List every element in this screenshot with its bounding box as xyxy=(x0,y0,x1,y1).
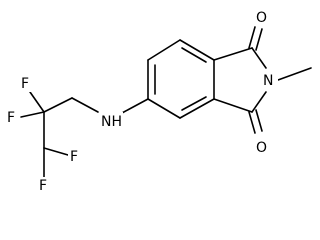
bond-ring-to-lower-carbonyl xyxy=(213,98,253,113)
bond-upper-carbonyl-to-n xyxy=(251,47,267,69)
imide-nitrogen-label: N xyxy=(263,73,273,89)
imide-ring xyxy=(213,26,312,134)
bond-ch2-to-cf2 xyxy=(43,97,73,113)
fluorine-label-left: F xyxy=(7,110,15,126)
bond-cf2-to-f-upper-left xyxy=(29,91,45,113)
bond-carbonyl-bottom-b xyxy=(255,109,263,132)
bond-ring-top xyxy=(179,39,215,61)
oxygen-label-bottom: O xyxy=(256,140,267,156)
amine-nitrogen-label: NH xyxy=(101,114,122,130)
oxygen-label-top: O xyxy=(256,10,267,26)
bond-ring-upper-left xyxy=(147,39,181,61)
bond-ring-to-upper-carbonyl xyxy=(213,47,253,61)
bond-ring-inner-top xyxy=(181,47,207,63)
benzene-ring xyxy=(147,39,215,119)
bond-ring-bottom xyxy=(179,98,215,119)
bond-chf2-to-f-right xyxy=(43,147,69,156)
bond-n-methyl xyxy=(277,67,312,81)
bond-lower-carbonyl-to-n xyxy=(251,91,267,113)
fluorine-label-upper-left: F xyxy=(21,76,29,92)
fluorine-label-right: F xyxy=(70,149,78,165)
side-chain xyxy=(20,91,149,179)
bond-ring-lower-left xyxy=(147,98,181,119)
bond-carbonyl-top-b xyxy=(255,28,263,51)
bond-carbonyl-top-a xyxy=(248,26,256,49)
bond-carbonyl-bottom-a xyxy=(248,111,256,134)
bond-nh-to-ch2 xyxy=(71,97,99,113)
bond-cf2-to-f-left xyxy=(20,111,45,118)
bond-ring-inner-bottom xyxy=(181,96,207,111)
atom-labels: O N O NH F F F F xyxy=(5,8,278,194)
chemical-structure: O N O NH F F F F xyxy=(5,8,312,194)
fluorine-label-bottom: F xyxy=(39,178,47,194)
bond-ring-to-nh xyxy=(121,98,149,114)
